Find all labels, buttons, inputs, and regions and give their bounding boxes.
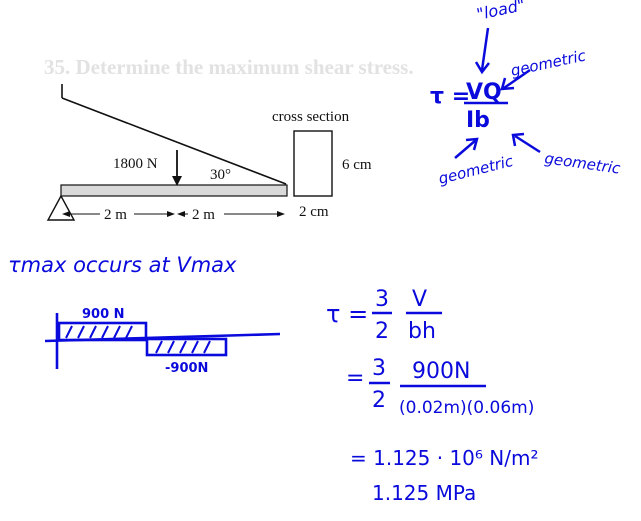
height-label: 6 cm	[342, 157, 372, 173]
solution-line2-den: (0.02m)(0.06m)	[399, 398, 534, 418]
dim-right-label: 2 m	[192, 207, 215, 223]
problem-title: 35. Determine the maximum shear stress.	[44, 55, 414, 79]
solution-line2-frac-den: 2	[372, 388, 386, 413]
solution-line2-eq: =	[346, 366, 364, 391]
solution-line2-num: 900N	[412, 359, 470, 384]
load-label: 1800 N	[113, 156, 158, 172]
solution-frac-num: 3	[375, 287, 389, 312]
load-arrow-note	[480, 27, 490, 71]
width-label: 2 cm	[299, 204, 329, 220]
formula-denominator: Ib	[466, 108, 490, 133]
solution-bh: bh	[408, 319, 436, 344]
dimension-line: 2 m 2 m	[62, 207, 285, 223]
tau-symbol: τ =	[430, 84, 470, 109]
cross-section-rect	[293, 130, 333, 197]
beam-figure: 1800 N 30° 2 m 2 m cross section 6 cm 2 …	[46, 84, 372, 223]
solution-line4: 1.125 MPa	[372, 481, 476, 505]
geometric-note-3: geometric	[437, 152, 516, 188]
tmax-statement: τmax occurs at Vmax	[8, 253, 237, 277]
solution: τ = 3 2 V bh = 3 2 900N (0.02m)(0.06m) =…	[326, 287, 538, 505]
cross-section-label: cross section	[272, 109, 350, 125]
solution-frac-den: 2	[375, 319, 389, 344]
solution-v: V	[412, 287, 427, 312]
shear-negative-label: -900N	[165, 361, 208, 376]
load-note: "load"	[475, 0, 527, 24]
formula-numerator: VQ	[466, 80, 502, 105]
pin-support	[46, 194, 76, 221]
solution-lhs: τ =	[326, 300, 368, 328]
geometric-note-2: geometric	[543, 149, 622, 178]
dim-left-label: 2 m	[104, 207, 127, 223]
shear-positive-label: 900 N	[82, 307, 125, 322]
angle-label: 30°	[210, 167, 231, 183]
load-arrow-head	[172, 176, 182, 186]
formula-notes: "load" geometric τ = VQ Ib geometric geo…	[430, 0, 622, 188]
shear-diagram: 900 N -900N	[44, 307, 281, 376]
support-cable	[61, 97, 287, 185]
solution-line3: = 1.125 · 10⁶ N/m²	[350, 446, 538, 470]
beam	[60, 184, 288, 197]
solution-line2-frac-num: 3	[372, 356, 386, 381]
